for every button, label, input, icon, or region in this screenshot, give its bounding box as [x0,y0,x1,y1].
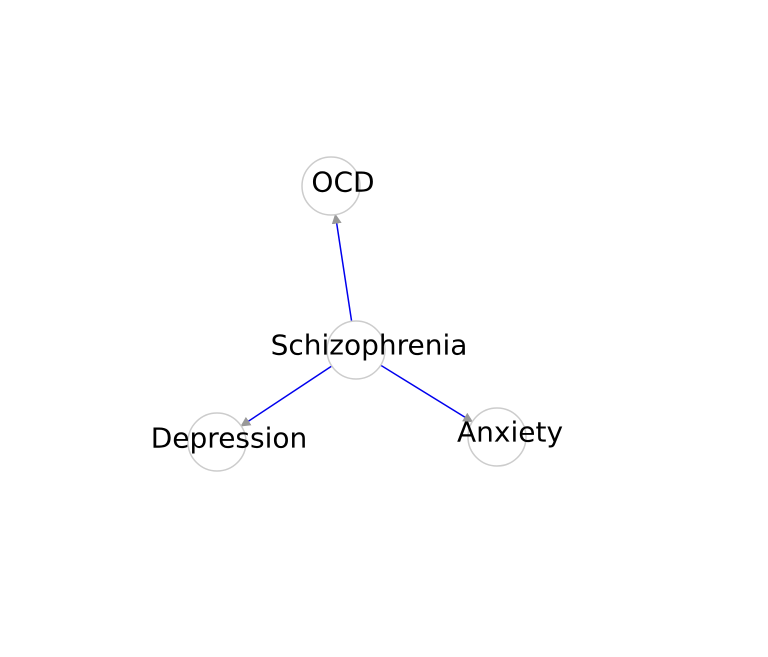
node-circle[interactable] [187,412,247,472]
edge-schizophrenia-to-depression [240,365,333,427]
edges-layer [240,213,474,427]
node-label: Depression [151,422,308,455]
node-depression[interactable]: Depression [151,412,308,472]
edge-schizophrenia-to-ocd [331,213,353,322]
node-ocd[interactable]: OCD [301,156,375,216]
node-circle[interactable] [326,320,386,380]
node-label: OCD [311,166,374,199]
node-label: Schizophrenia [271,329,468,362]
node-circle[interactable] [301,156,361,216]
node-label: Anxiety [457,416,563,449]
node-circle[interactable] [467,407,527,467]
node-anxiety[interactable]: Anxiety [457,407,563,467]
edge-schizophrenia-to-anxiety [380,364,474,423]
node-schizophrenia[interactable]: Schizophrenia [271,320,468,380]
